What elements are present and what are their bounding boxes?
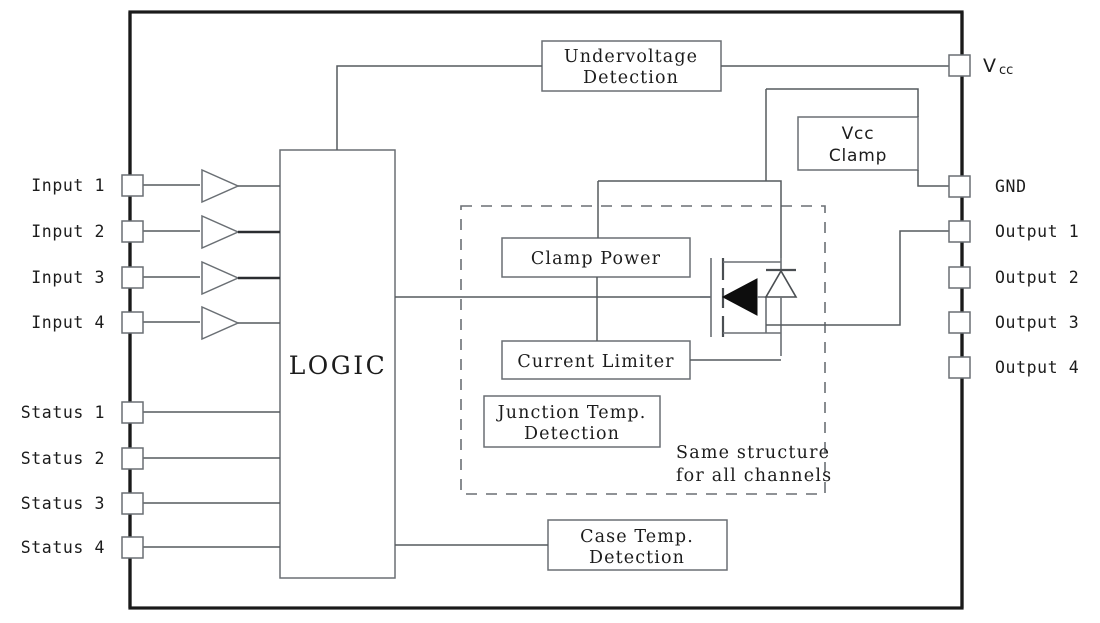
undervoltage-label-line1: Undervoltage [564, 47, 698, 67]
pin-label-output-1: Output 1 [995, 222, 1079, 241]
pin-pad-input-3 [121, 266, 144, 289]
vcc-clamp-block [797, 116, 919, 171]
pin-pad-status-2 [121, 447, 144, 470]
junction-temp-block [483, 395, 661, 448]
pin-label-status-2: Status 2 [21, 449, 105, 468]
pin-label-input-4: Input 4 [31, 313, 105, 332]
case-temp-label-line1: Case Temp. [580, 527, 694, 547]
pin-label-status-4: Status 4 [21, 538, 105, 557]
pin-pad-output-4 [948, 356, 971, 379]
vcc-clamp-label-line2: Clamp [829, 146, 887, 166]
pin-pad-input-1 [121, 174, 144, 197]
pin-label-output-2: Output 2 [995, 268, 1079, 287]
buffer-triangle-4 [201, 305, 240, 341]
buffer-triangle-2 [201, 214, 240, 250]
left-pin-pads [121, 174, 144, 559]
pin-label-output-4: Output 4 [995, 358, 1079, 377]
pin-label-input-2: Input 2 [31, 222, 105, 241]
pin-label-vcc-base: V [983, 55, 996, 77]
buffer-triangle-3 [201, 260, 240, 296]
undervoltage-to-logic-wire [336, 65, 542, 150]
channel-dashed-boundary [460, 205, 826, 495]
current-limiter-label: Current Limiter [517, 352, 674, 372]
annotation-line2: for all channels [676, 466, 832, 486]
pin-pad-status-1 [121, 401, 144, 424]
pin-label-gnd: GND [995, 177, 1027, 196]
pin-label-vcc: V cc [983, 55, 1013, 78]
vcc-clamp-label-line1: Vcc [842, 124, 875, 144]
logic-block-label: LOGIC [289, 351, 388, 380]
input-2-net [143, 214, 280, 250]
vcc-clamp-gnd-wire [917, 170, 952, 187]
body-diode-symbol [764, 258, 798, 356]
junction-temp-label-line2: Detection [524, 424, 620, 444]
pin-pad-output-2 [948, 266, 971, 289]
right-pin-pads [948, 54, 971, 379]
pin-pad-input-4 [121, 311, 144, 334]
pin-pad-input-2 [121, 220, 144, 243]
input-3-net [143, 260, 280, 296]
source-to-output1-wire [781, 230, 952, 326]
case-temp-block [547, 519, 728, 571]
annotation-line1: Same structure [676, 443, 830, 463]
undervoltage-label-line2: Detection [583, 68, 679, 88]
pin-label-status-3: Status 3 [21, 494, 105, 513]
case-temp-label-line2: Detection [589, 548, 685, 568]
mosfet-body-arrow [721, 278, 758, 316]
pin-pad-output-1 [948, 220, 971, 243]
pin-label-status-1: Status 1 [21, 403, 105, 422]
clamp-power-label: Clamp Power [531, 249, 661, 269]
drain-rail-wire [598, 180, 782, 258]
input-1-net [143, 168, 280, 204]
pin-label-output-3: Output 3 [995, 313, 1079, 332]
pin-pad-status-3 [121, 492, 144, 515]
buffer-triangle-1 [201, 168, 240, 204]
pin-pad-status-4 [121, 536, 144, 559]
pin-pad-vcc [948, 54, 971, 77]
package-outline [128, 10, 964, 610]
pin-label-input-1: Input 1 [31, 176, 105, 195]
logic-block [279, 149, 396, 579]
pin-label-input-3: Input 3 [31, 268, 105, 287]
pin-pad-output-3 [948, 311, 971, 334]
input-4-net [143, 305, 280, 341]
vcc-clamp-left-wire [766, 88, 919, 117]
clamp-power-block [501, 237, 691, 278]
pin-pad-gnd [948, 175, 971, 198]
pin-label-vcc-sub: cc [999, 63, 1013, 78]
status-nets [143, 411, 280, 548]
junction-temp-label-line1: Junction Temp. [496, 403, 647, 423]
